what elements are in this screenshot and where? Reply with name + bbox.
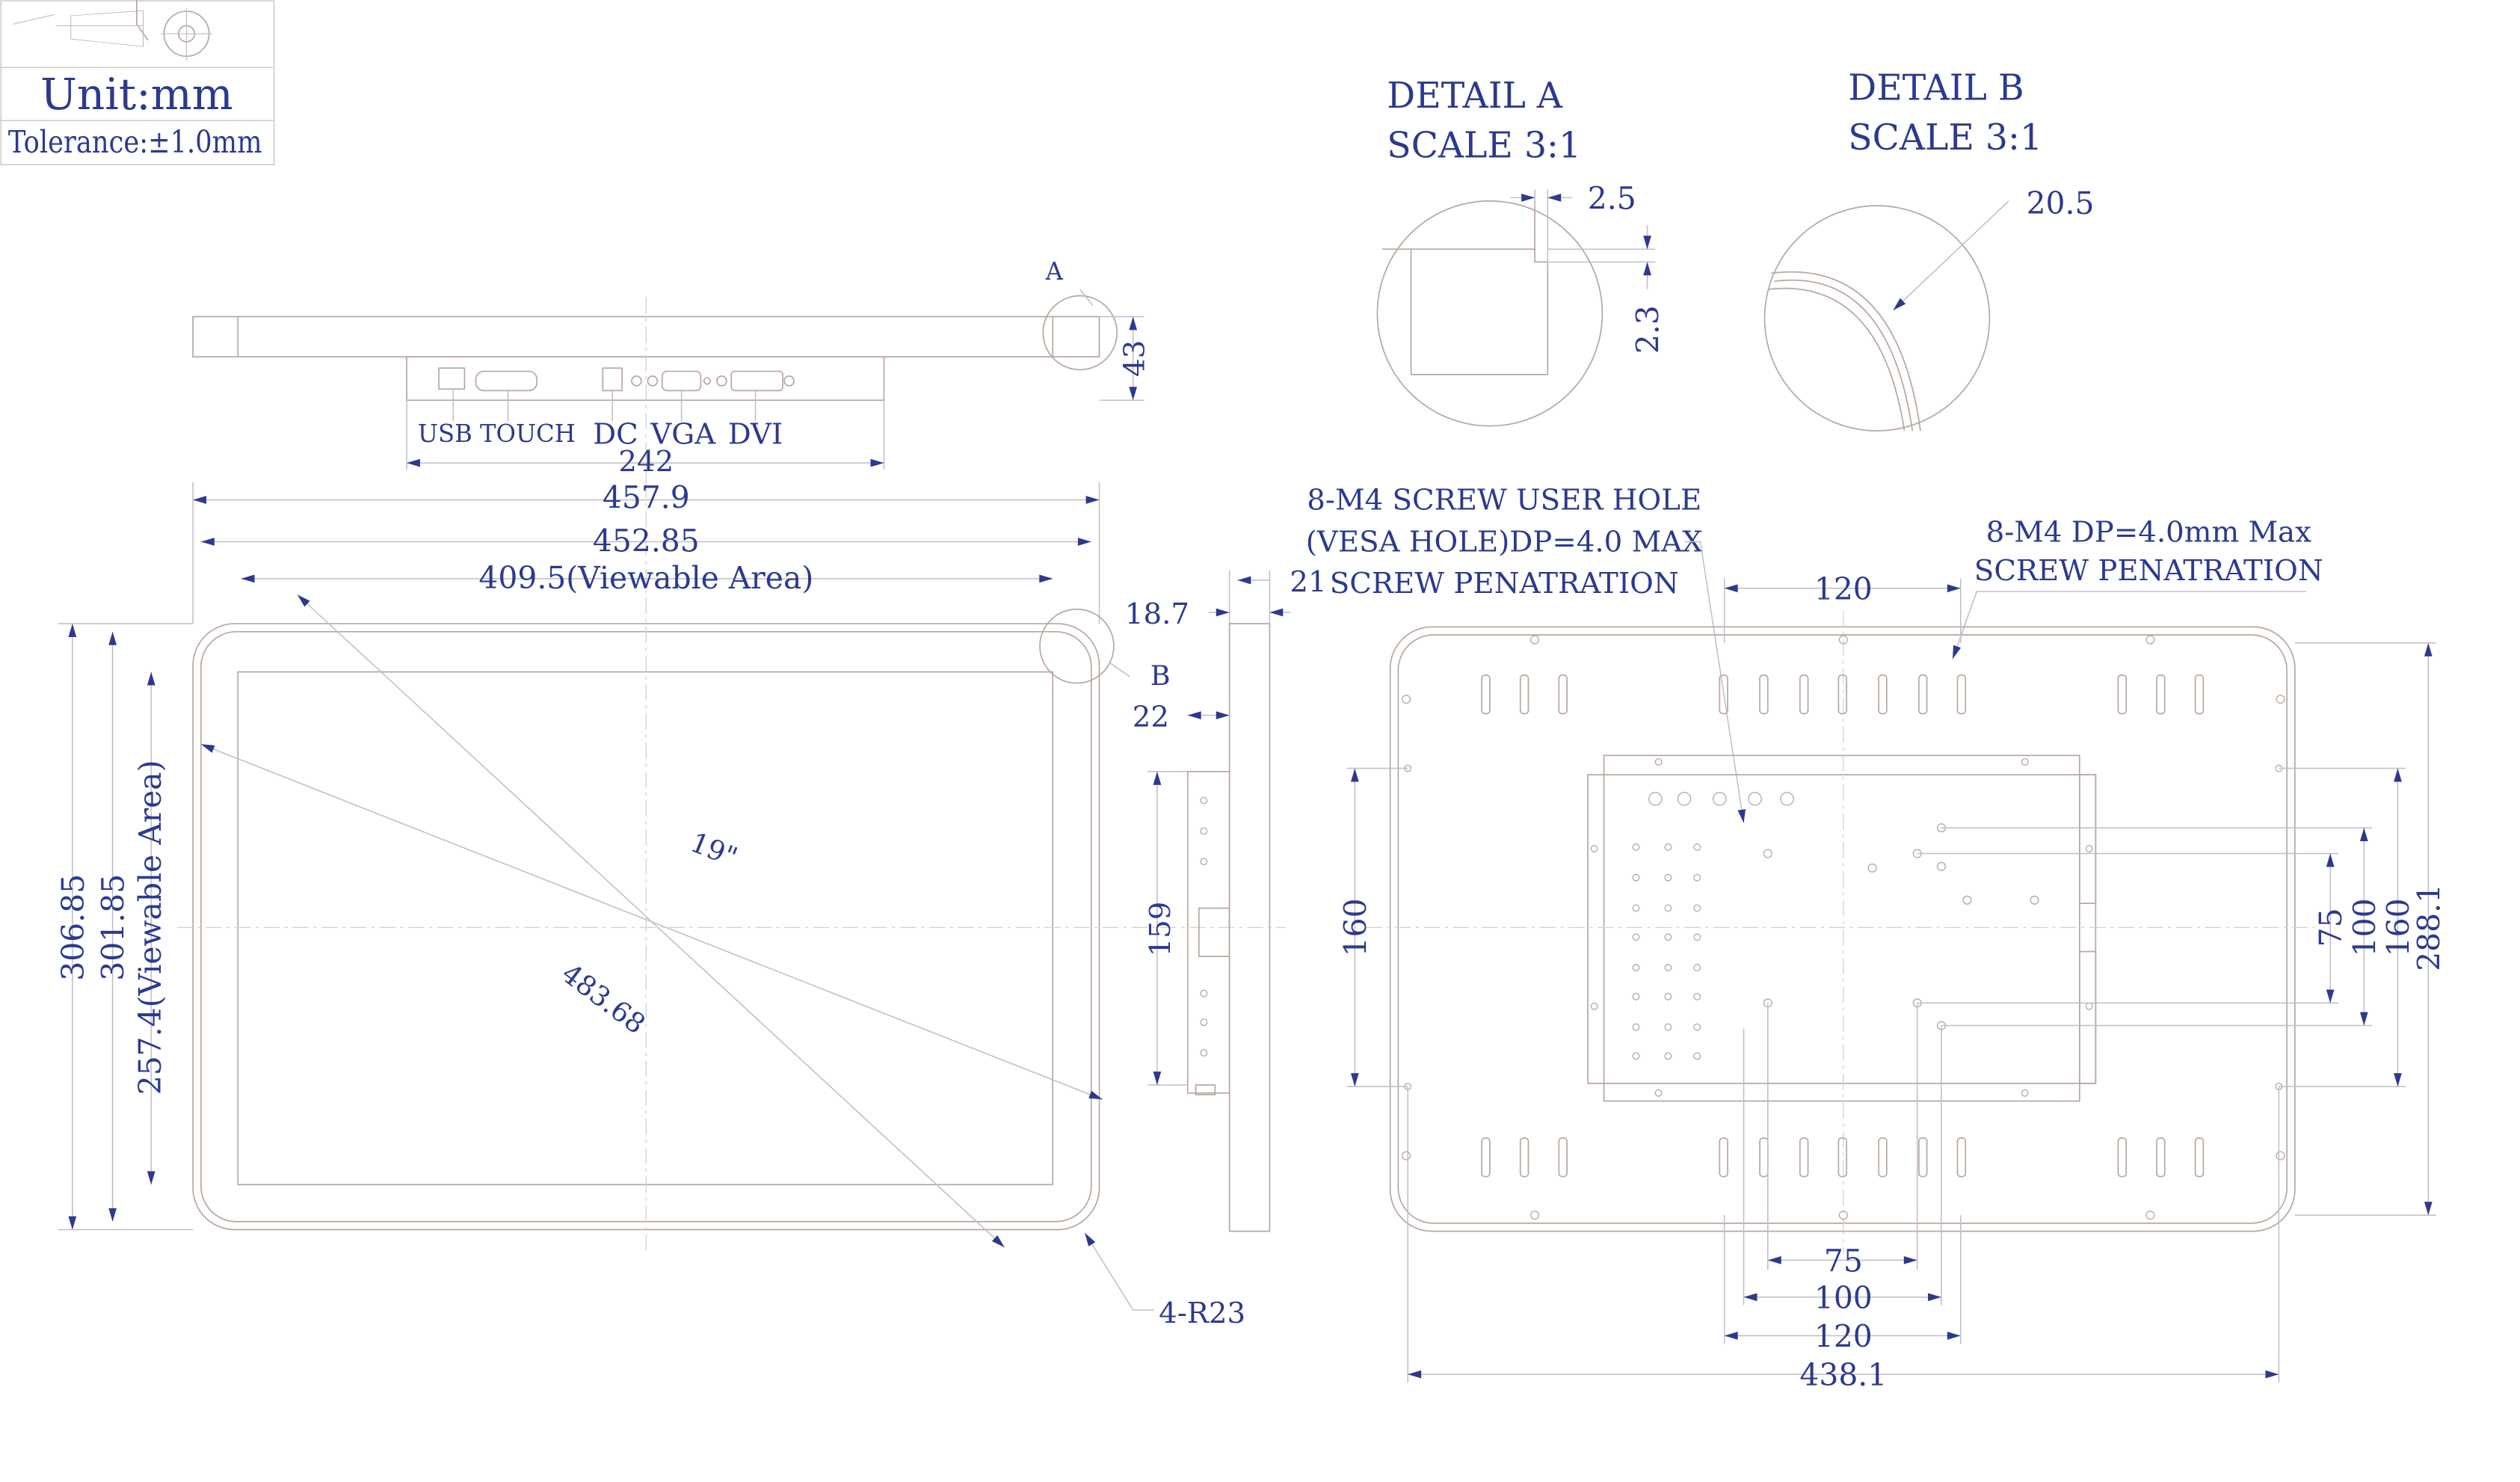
unit-label: Unit:mm [40, 69, 233, 120]
m4-note-line1: 8-M4 DP=4.0mm Max [1986, 515, 2312, 549]
detail-a-scale: SCALE 3:1 [1387, 126, 1581, 167]
detail-b-title: DETAIL B [1848, 67, 2024, 108]
vent-slots [1481, 674, 2205, 1178]
dim-43: 43 [1118, 340, 1152, 377]
detail-a-title: DETAIL A [1387, 76, 1563, 117]
back-view: 8-M4 SCREW USER HOLE (VESA HOLE)DP=4.0 M… [1306, 483, 2447, 1393]
tolerance-label: Tolerance:±1.0mm [8, 124, 262, 160]
detail-a: DETAIL A SCALE 3:1 2.5 2.3 [1376, 76, 1666, 427]
dim-bottom-100: 100 [1814, 1280, 1873, 1316]
dim-right-288-1: 288.1 [2411, 884, 2447, 971]
dim-2-5: 2.5 [1588, 180, 1636, 216]
dim-452-85: 452.85 [593, 523, 700, 559]
dim-right-75: 75 [2313, 908, 2349, 947]
label-dvi: DVI [728, 417, 783, 451]
projection-symbol-icon [13, 0, 212, 61]
dim-bottom-75: 75 [1824, 1243, 1863, 1279]
diagonal-length: 483.68 [555, 957, 651, 1040]
dim-bottom-438-1: 438.1 [1799, 1357, 1887, 1393]
dim-159: 159 [1144, 902, 1177, 957]
dim-301-85: 301.85 [96, 874, 132, 981]
vesa-note-line1: 8-M4 SCREW USER HOLE [1307, 483, 1701, 517]
label-vga: VGA [650, 417, 716, 451]
dim-20-5: 20.5 [2027, 185, 2095, 221]
detail-a-marker: A [1045, 257, 1064, 286]
dim-18-7: 18.7 [1125, 597, 1189, 631]
dim-306-85: 306.85 [55, 874, 91, 981]
dim-409-5: 409.5(Viewable Area) [478, 560, 813, 596]
detail-b-scale: SCALE 3:1 [1848, 117, 2042, 159]
top-view: USB TOUCH DC VGA DVI 242 A 43 [192, 257, 1152, 482]
detail-b-circle [1039, 608, 1115, 684]
dim-bottom-120: 120 [1814, 1318, 1873, 1354]
dim-right-160: 160 [2381, 898, 2417, 956]
vesa-note-line3: SCREW PENATRATION [1330, 567, 1679, 600]
dim-457-9: 457.9 [603, 479, 690, 515]
m4-note-line2: SCREW PENATRATION [1974, 554, 2323, 588]
dim-top-120: 120 [1814, 571, 1873, 607]
diagonal-size: 19" [686, 826, 742, 874]
detail-a-circle [1042, 295, 1118, 371]
side-view: 21 18.7 22 159 [1125, 565, 1327, 1232]
dim-right-100: 100 [2347, 898, 2382, 956]
vesa-note-line2: (VESA HOLE)DP=4.0 MAX [1306, 525, 1703, 559]
dim-21: 21 [1290, 565, 1326, 599]
detail-b-marker: B [1150, 659, 1171, 692]
dim-257-4: 257.4(Viewable Area) [132, 760, 168, 1095]
dim-242: 242 [618, 445, 674, 479]
front-view: 457.9 452.85 409.5(Viewable Area) 306.85… [55, 479, 1286, 1330]
label-usb-touch: USB TOUCH [418, 419, 576, 448]
dim-left-160: 160 [1337, 898, 1373, 956]
dim-22: 22 [1133, 701, 1169, 734]
label-dc: DC [593, 417, 638, 451]
dim-2-3: 2.3 [1630, 305, 1666, 354]
detail-b: DETAIL B SCALE 3:1 20.5 [1763, 67, 2095, 431]
corner-radius: 4-R23 [1159, 1297, 1245, 1330]
title-block: Unit:mm Tolerance:±1.0mm [0, 0, 275, 165]
